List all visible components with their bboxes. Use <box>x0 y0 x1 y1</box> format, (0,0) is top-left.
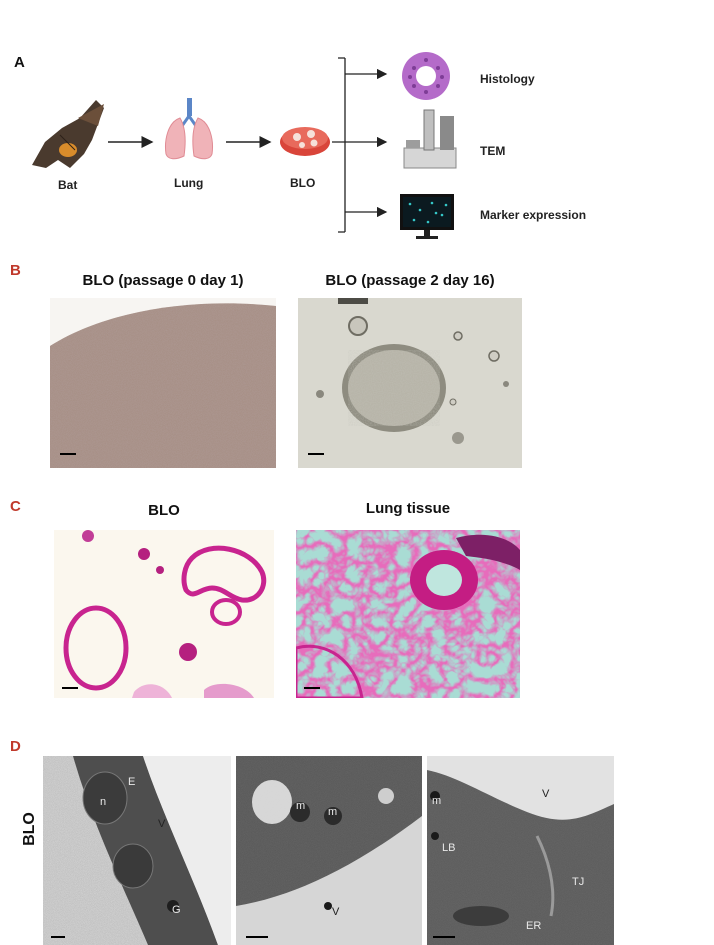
tem3-label-m: m <box>432 795 442 807</box>
bat-icon <box>32 100 104 168</box>
panel-b-letter: B <box>10 262 21 279</box>
panel-c-left-title: BLO <box>148 502 180 519</box>
panel-b-right-title: BLO (passage 2 day 16) <box>325 272 495 289</box>
tem2-label-m1: m <box>296 800 306 812</box>
scale-bar <box>60 453 76 455</box>
lung-icon <box>165 98 213 160</box>
panel-c-right-title: Lung tissue <box>365 500 451 517</box>
lung-tissue-histology-image <box>296 530 520 698</box>
tem-label: TEM <box>480 144 506 158</box>
scale-bar <box>304 687 320 689</box>
tem2-label-v: V <box>332 906 340 918</box>
tem-image-3 <box>427 756 614 945</box>
tem3-label-v: V <box>542 788 550 800</box>
tem2-label-m2: m <box>328 806 338 818</box>
panel-a-letter: A <box>14 54 25 71</box>
tem3-label-tj: TJ <box>572 876 585 888</box>
monitor-icon <box>400 194 454 239</box>
tem1-label-n: n <box>100 796 107 808</box>
scale-bar <box>51 936 65 938</box>
blo-label: BLO <box>290 176 316 190</box>
tem3-label-er: ER <box>526 920 542 932</box>
blo-histology-image <box>54 530 274 698</box>
blo-passage0-image <box>50 298 276 468</box>
panel-c-letter: C <box>10 498 21 515</box>
bat-label: Bat <box>58 178 78 192</box>
marker-expression-label: Marker expression <box>480 208 587 222</box>
panel-b-left-title: BLO (passage 0 day 1) <box>82 272 244 289</box>
blo-passage2-image <box>298 298 522 468</box>
panel-a-diagram <box>32 52 457 239</box>
scale-bar <box>246 936 268 938</box>
tem1-label-e: E <box>128 776 136 788</box>
panel-d-row-label: BLO <box>21 812 38 846</box>
scale-bar <box>433 936 455 938</box>
histology-label: Histology <box>480 72 535 86</box>
tem1-label-g: G <box>172 904 181 916</box>
scale-bar <box>62 687 78 689</box>
microscope-icon <box>403 109 457 169</box>
culture-dish-icon <box>280 127 330 156</box>
tem-image-1 <box>43 756 231 945</box>
scale-bar <box>308 453 324 455</box>
tem1-label-v: V <box>158 818 166 830</box>
tem3-label-lb: LB <box>442 842 456 854</box>
lung-label: Lung <box>174 176 204 190</box>
histology-ring-icon <box>402 52 450 100</box>
panel-d-letter: D <box>10 738 21 755</box>
tem-image-2 <box>236 756 422 945</box>
